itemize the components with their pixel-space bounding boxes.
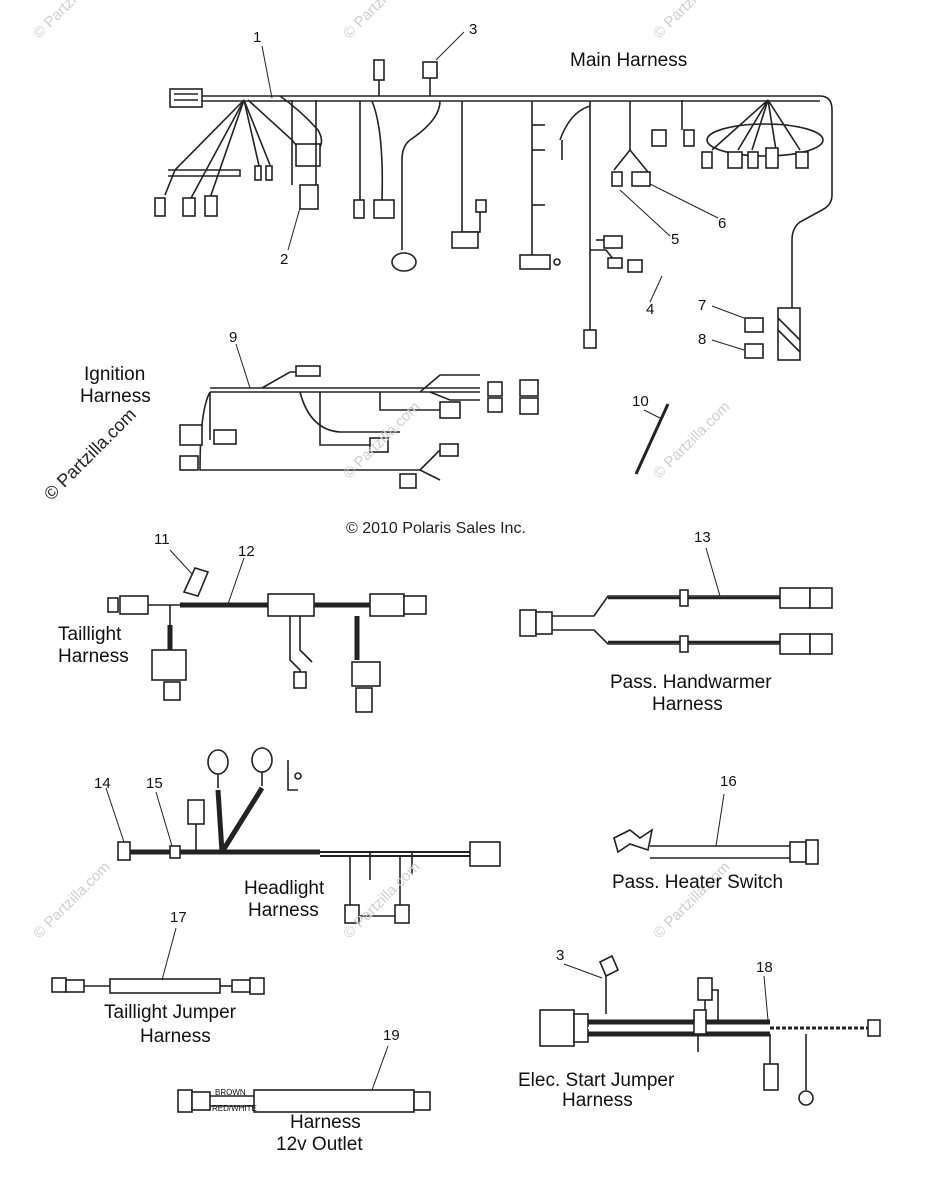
callout-16: 16 [720,773,737,790]
wire-item-10 [634,403,670,475]
handwarmer-label-1: Pass. Handwarmer [610,672,772,693]
ignition-harness [179,365,539,489]
taillight-jumper-harness [51,977,265,995]
handwarmer-harness [519,587,833,655]
callout-3: 3 [469,21,478,38]
callout-14: 14 [94,775,111,792]
callout-13: 13 [694,529,711,546]
headlight-harness-label-1: Headlight [244,878,325,899]
callout-8: 8 [698,331,707,348]
callout-2: 2 [280,251,289,268]
outlet-label-2: 12v Outlet [276,1134,363,1155]
taillight-harness [107,567,427,713]
taillight-jumper-label-2: Harness [140,1026,211,1047]
callout-7: 7 [698,297,707,314]
outlet-label-1: Harness [290,1112,361,1133]
callout-10: 10 [632,393,649,410]
elec-start-label-1: Elec. Start Jumper [518,1070,675,1091]
copyright-notice: © 2010 Polaris Sales Inc. [346,520,526,537]
handwarmer-label-2: Harness [652,694,723,715]
callout-17: 17 [170,909,187,926]
callout-leaders [105,31,769,1091]
taillight-jumper-label-1: Taillight Jumper [104,1002,236,1023]
outlet-harness [177,1089,431,1113]
taillight-harness-label-1: Taillight [58,624,122,645]
callout-1: 1 [253,29,262,46]
callout-6: 6 [718,215,727,232]
callout-4: 4 [646,301,655,318]
callout-11: 11 [154,531,170,548]
callout-3b: 3 [556,947,565,964]
ignition-harness-label-2: Harness [80,386,151,407]
main-harness-label: Main Harness [570,50,688,71]
callout-15: 15 [146,775,163,792]
callout-18: 18 [756,959,773,976]
headlight-harness-label-2: Harness [248,900,319,921]
main-harness-trunk [154,59,833,361]
elec-start-jumper-harness [539,954,881,1106]
ignition-harness-label-1: Ignition [84,364,146,385]
heater-switch-harness [613,828,819,865]
elec-start-label-2: Harness [562,1090,633,1111]
callout-9: 9 [229,329,238,346]
callout-19: 19 [383,1027,400,1044]
callout-12: 12 [238,543,255,560]
wire-color-brown: BROWN [215,1088,246,1097]
wire-color-red-white: RED/WHITE [212,1104,257,1113]
headlight-harness [117,747,501,924]
taillight-harness-label-2: Harness [58,646,129,667]
callout-5: 5 [671,231,680,248]
heater-switch-label: Pass. Heater Switch [612,872,784,893]
